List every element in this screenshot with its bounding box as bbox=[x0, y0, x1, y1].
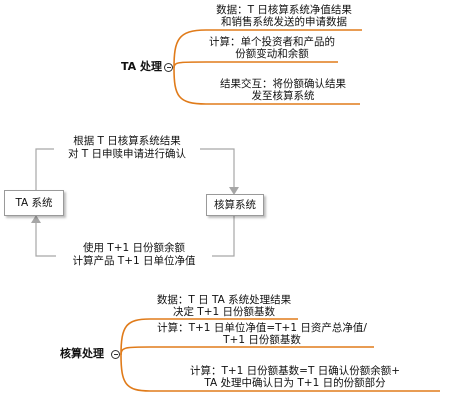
cycle-bottom-right-line bbox=[212, 215, 235, 257]
bottom-root-label: 核算处理 bbox=[60, 347, 104, 360]
bottom-branch-2-line bbox=[120, 346, 374, 356]
top-branch-3-text-line2: 发至核算系统 bbox=[251, 90, 315, 102]
top-branch-2-text-line1: 计算：单个投资者和产品的 bbox=[209, 36, 335, 48]
top-root-label: TA 处理 bbox=[121, 60, 162, 73]
top-collapse-icon[interactable] bbox=[164, 63, 173, 72]
accounting-system-node: 核算系统 bbox=[206, 194, 264, 216]
top-branch-1-text-line2: 和销售系统发送的申请数据 bbox=[221, 16, 347, 28]
bottom-branch-2-text-line2: T+1 日份额基数 bbox=[223, 334, 301, 346]
cycle-top-note-line1: 根据 T 日核算系统结果 bbox=[73, 135, 181, 147]
bottom-branch-3-text-line2: TA 处理中确认日为 T+1 日的份额部分 bbox=[204, 377, 386, 389]
cycle-top-note-line2: 对 T 日申赎申请进行确认 bbox=[67, 148, 187, 160]
bottom-branch-1-line bbox=[120, 318, 298, 356]
top-branch-1-text-line1: 数据：T 日核算系统净值结果 bbox=[216, 4, 352, 16]
bottom-branch-1-text-line1: 数据：T 日 TA 系统处理结果 bbox=[156, 294, 292, 306]
cycle-top-right-line bbox=[200, 148, 235, 188]
top-branch-3-line bbox=[173, 67, 360, 105]
top-branch-1-line bbox=[173, 29, 362, 69]
bottom-branch-3-line bbox=[120, 354, 440, 392]
top-branch-2-line bbox=[173, 61, 338, 69]
cycle-arrow-up bbox=[31, 215, 41, 223]
top-branch-3-text-line1: 结果交互：将份额确认结果 bbox=[220, 78, 346, 90]
bottom-collapse-icon[interactable] bbox=[111, 350, 120, 359]
cycle-arrow-down bbox=[229, 187, 239, 195]
top-branch-2-text-line2: 份额变动和余额 bbox=[235, 48, 309, 60]
bottom-branch-3-text-line1: 计算：T+1 日份额基数=T 日确认份额余额+ bbox=[189, 365, 401, 377]
ta-system-node: TA 系统 bbox=[4, 190, 64, 216]
cycle-top-left-line bbox=[35, 148, 54, 190]
bottom-branch-1-text-line2: 决定 T+1 日份额基数 bbox=[172, 306, 276, 318]
cycle-top-note: 根据 T 日核算系统结果 对 T 日申赎申请进行确认 bbox=[54, 135, 200, 161]
cycle-bottom-note-line1: 使用 T+1 日份额余额 bbox=[82, 242, 186, 254]
bottom-branch-2-text-line1: 计算：T+1 日单位净值=T+1 日资产总净值/ bbox=[157, 322, 367, 334]
cycle-bottom-note: 使用 T+1 日份额余额 计算产品 T+1 日单位净值 bbox=[56, 242, 212, 268]
cycle-bottom-left-line bbox=[35, 222, 56, 257]
cycle-bottom-note-line2: 计算产品 T+1 日单位净值 bbox=[72, 255, 196, 267]
